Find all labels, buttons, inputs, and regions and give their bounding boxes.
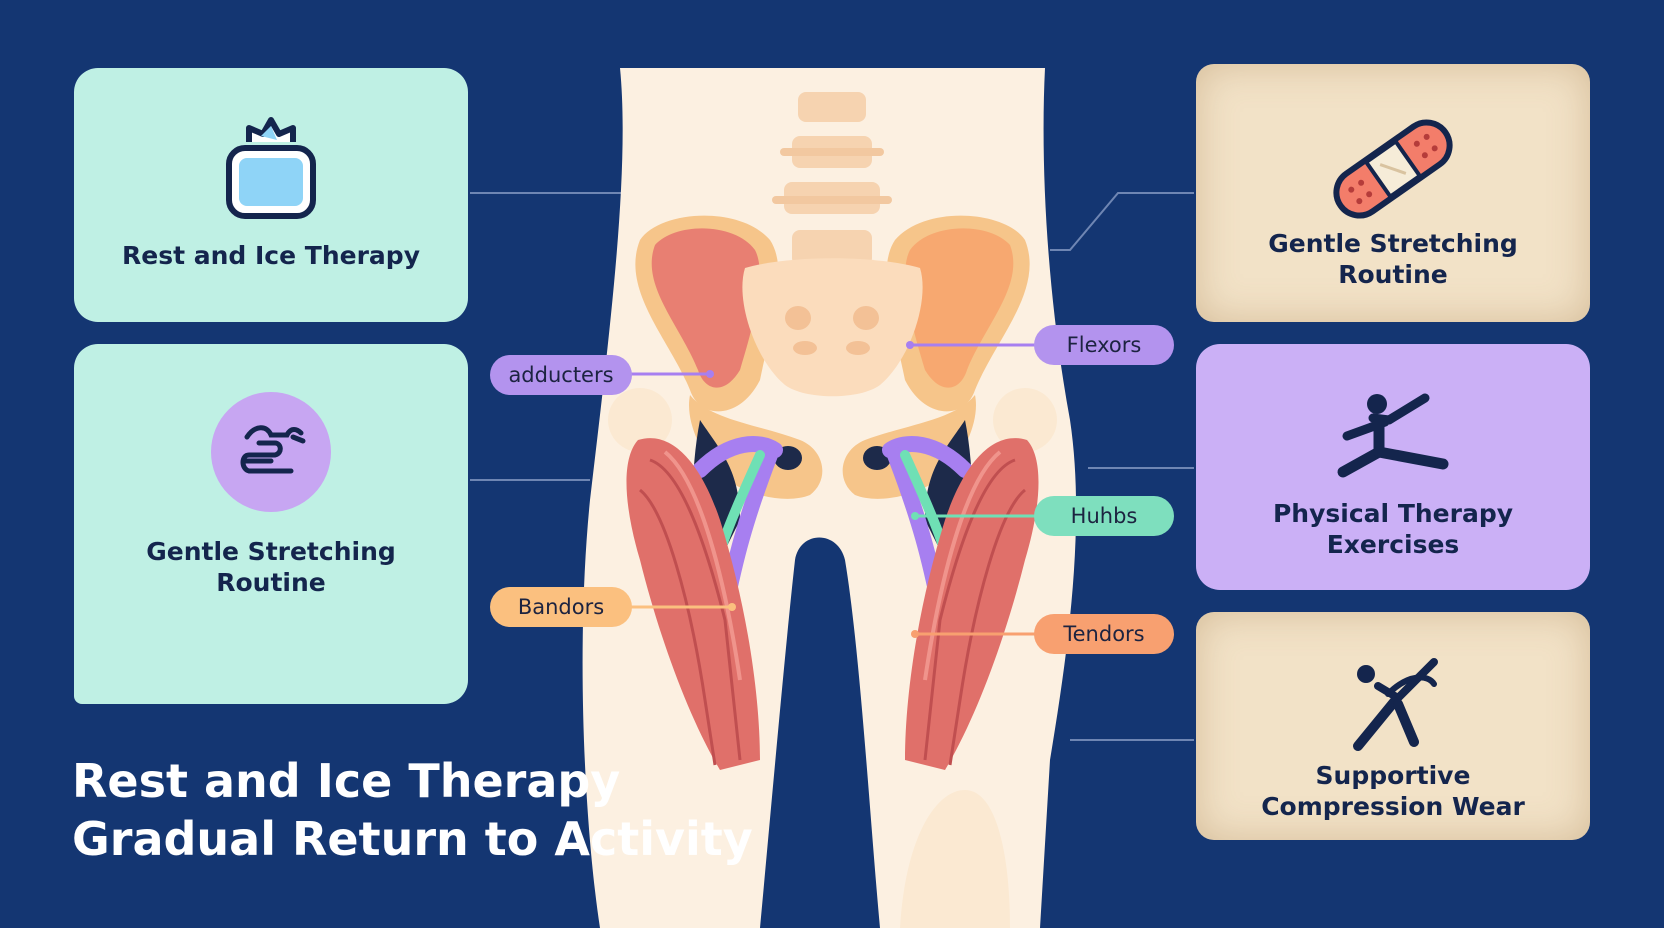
- right-femoral-head: [993, 388, 1057, 452]
- label-bandors: Bandors: [490, 587, 632, 627]
- ice-pack-icon: [219, 114, 323, 226]
- lunge-figure-icon: [1333, 392, 1453, 492]
- bandage-icon: [1323, 114, 1463, 224]
- card-gentle-stretch-right-label: Gentle Stretching Routine: [1268, 229, 1518, 289]
- knee-bone: [900, 790, 1010, 928]
- label-adductors: adducters: [490, 355, 632, 395]
- card-gentle-stretch-left-label: Gentle Stretching Routine: [146, 537, 396, 597]
- right-thigh-muscle: [905, 438, 1039, 770]
- label-hubs: Huhbs: [1034, 496, 1174, 536]
- card-rest-ice-label: Rest and Ice Therapy: [122, 241, 420, 270]
- sacral-foramina: [785, 306, 879, 355]
- card-physical-therapy: Physical Therapy Exercises: [1196, 344, 1590, 590]
- left-thigh-muscle: [626, 438, 760, 770]
- card-rest-ice: Rest and Ice Therapy: [74, 68, 468, 322]
- label-flexors: Flexors: [1034, 325, 1174, 365]
- label-pointers: [630, 341, 1035, 638]
- left-ilium-inner: [651, 228, 760, 388]
- label-tendors: Tendors: [1034, 614, 1174, 654]
- stretching-icon: [211, 392, 331, 512]
- sacrum: [742, 258, 923, 397]
- connector-lines: [470, 192, 1194, 741]
- bottom-title-line-1: Rest and Ice Therapy: [72, 754, 621, 808]
- bottom-title-line-2: Gradual Return to Activity: [72, 812, 753, 866]
- kicking-figure-icon: [1338, 654, 1448, 754]
- card-compression-wear-label: Supportive Compression Wear: [1261, 761, 1525, 821]
- card-gentle-stretch-right: Gentle Stretching Routine: [1196, 64, 1590, 322]
- card-compression-wear: Supportive Compression Wear: [1196, 612, 1590, 840]
- left-femoral-head: [608, 388, 672, 452]
- spine: [772, 92, 892, 266]
- card-physical-therapy-label: Physical Therapy Exercises: [1272, 499, 1514, 559]
- card-gentle-stretch-left: Gentle Stretching Routine: [74, 344, 468, 704]
- right-ilium-inner: [905, 228, 1014, 388]
- bottom-title: Rest and Ice Therapy Gradual Return to A…: [72, 752, 753, 868]
